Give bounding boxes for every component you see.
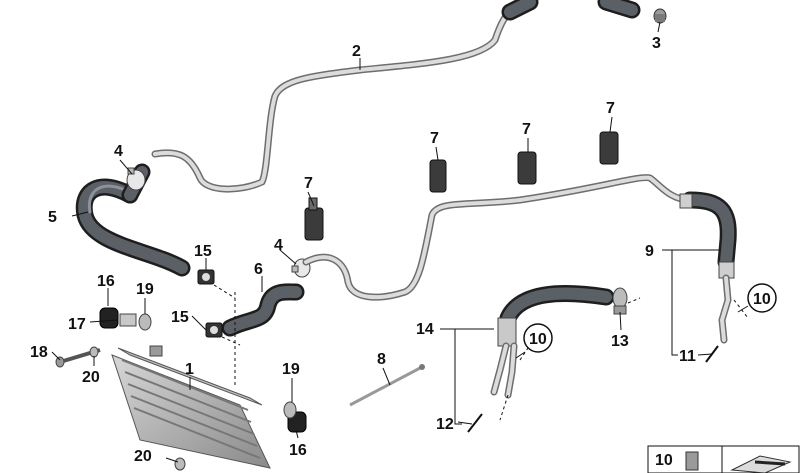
callout-circle-10-b	[747, 283, 777, 313]
label-part-16-a: 16	[97, 273, 115, 290]
clamp-3	[653, 8, 667, 24]
washer-19-b	[283, 401, 297, 419]
washer-19-a	[138, 313, 152, 331]
hose-9	[679, 191, 737, 344]
bracket-7-d	[599, 131, 619, 165]
cable-tie-8	[349, 364, 425, 407]
label-part-1: 1	[185, 361, 194, 378]
label-part-7-c: 7	[522, 121, 531, 138]
label-part-15-b: 15	[171, 309, 189, 326]
washer-20-b	[174, 457, 186, 471]
label-part-20-a: 20	[82, 369, 100, 386]
bracket-7-c	[517, 151, 537, 185]
hose-14	[490, 285, 615, 399]
label-part-12: 12	[436, 416, 454, 433]
label-part-2: 2	[352, 43, 361, 60]
bracket-7-b	[429, 159, 447, 193]
grommet-16-a	[99, 307, 119, 329]
label-part-9: 9	[645, 243, 654, 260]
label-part-10-a: 10	[529, 331, 547, 348]
clamp-13	[612, 287, 628, 315]
hose-top	[501, 0, 641, 21]
pipe-2	[151, 4, 519, 193]
label-part-8: 8	[377, 351, 386, 368]
seal-12	[467, 413, 483, 433]
assembly-lines	[213, 284, 749, 421]
label-part-20-b: 20	[134, 448, 152, 465]
label-part-19-b: 19	[282, 361, 300, 378]
label-part-3: 3	[652, 35, 661, 52]
pipe-feed	[302, 174, 694, 301]
label-part-16-b: 16	[289, 442, 307, 459]
leader-lines	[51, 21, 749, 463]
clamp-4-left	[126, 167, 146, 191]
label-part-7-b: 7	[430, 130, 439, 147]
label-part-4-b: 4	[274, 237, 283, 254]
label-part-14: 14	[416, 321, 434, 338]
clamp-15-b	[205, 322, 223, 338]
legend-part-10: 10	[655, 452, 673, 469]
label-part-11: 11	[679, 348, 696, 365]
label-part-13: 13	[611, 333, 629, 350]
oil-cooler-1	[111, 345, 271, 469]
label-part-5: 5	[48, 209, 57, 226]
bracket-7-a	[304, 197, 324, 241]
label-part-4-a: 4	[114, 143, 123, 160]
label-part-19-a: 19	[136, 281, 154, 298]
legend-box	[647, 445, 800, 473]
sleeve-17	[119, 313, 137, 327]
label-part-6: 6	[254, 261, 263, 278]
label-part-17: 17	[68, 316, 86, 333]
label-part-10-b: 10	[753, 291, 771, 308]
hose-6	[221, 283, 305, 337]
label-part-7-a: 7	[304, 175, 313, 192]
washer-20-a	[89, 346, 99, 358]
clamp-15-a	[197, 269, 215, 285]
label-part-7-d: 7	[606, 100, 615, 117]
label-part-15-a: 15	[194, 243, 212, 260]
callout-circle-10-a	[523, 323, 553, 353]
label-part-18: 18	[30, 344, 48, 361]
